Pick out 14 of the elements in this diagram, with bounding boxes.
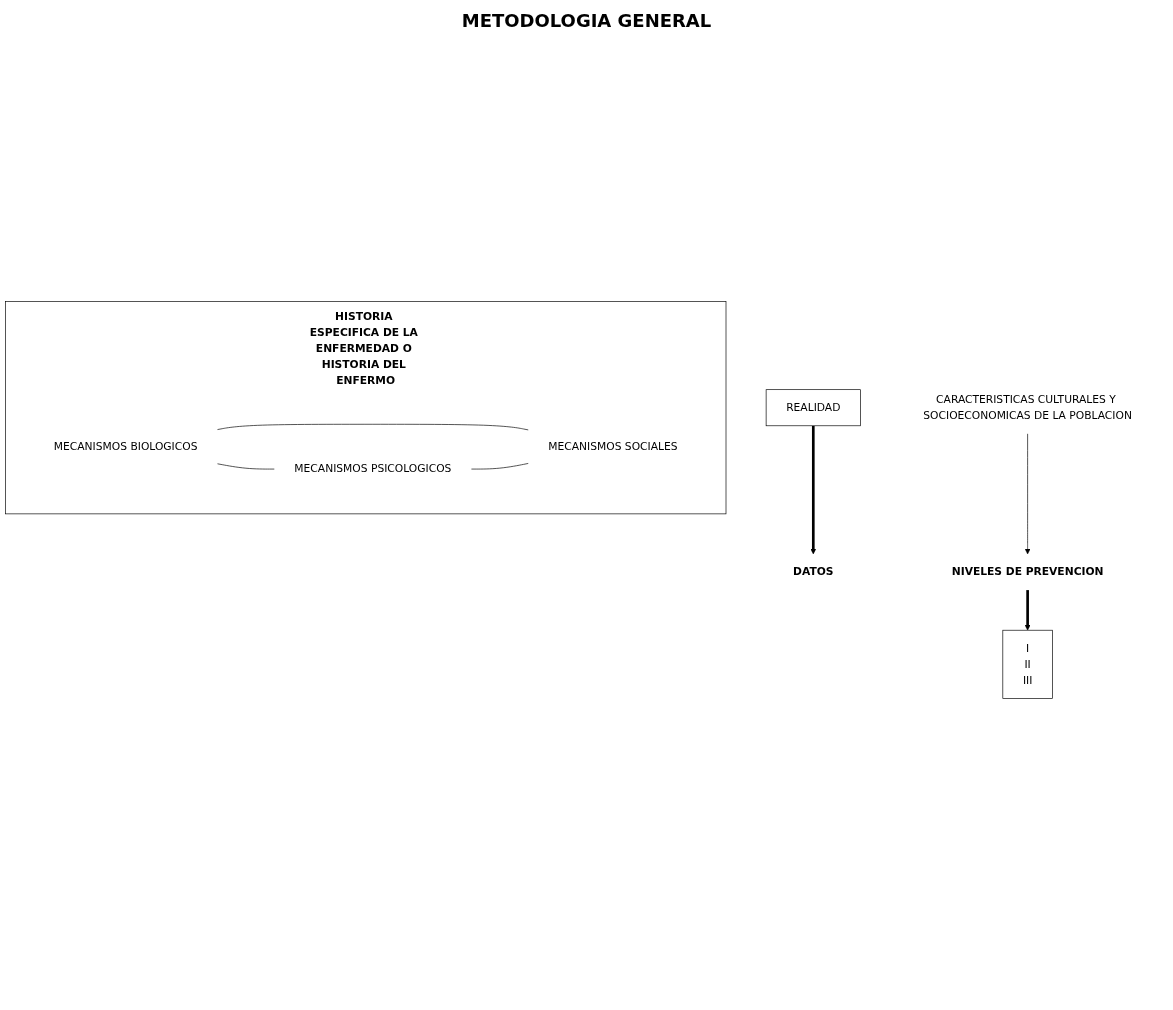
node-text: MECANISMOS SOCIALES <box>548 439 678 453</box>
node-text: CARACTERISTICAS CULTURALES Y SOCIOECONOMICAS DE LA POBLACION <box>923 393 1132 422</box>
node-text: MECANISMOS BIOLOGICOS <box>53 439 198 453</box>
node-box: I II III <box>1002 629 1053 699</box>
arrow <box>1024 590 1031 631</box>
connector <box>471 463 529 470</box>
diagram-title: METODOLOGIA GENERAL <box>460 10 713 31</box>
node-text: MECANISMOS PSICOLOGICOS <box>294 462 452 476</box>
connector <box>217 423 529 431</box>
arrow <box>810 425 817 555</box>
node-text: NIVELES DE PREVENCION <box>951 565 1104 579</box>
connector <box>217 463 275 470</box>
node-box: REALIDAD <box>765 389 861 427</box>
node-text: DATOS <box>793 565 834 579</box>
